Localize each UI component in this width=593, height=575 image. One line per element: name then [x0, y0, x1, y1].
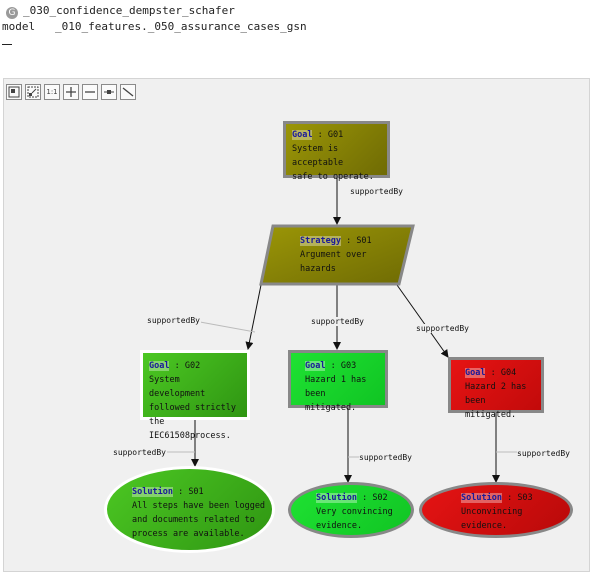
fit-width-icon[interactable] [101, 84, 117, 100]
actual-size-icon[interactable]: 1:1 [44, 84, 60, 100]
file-title: _030_confidence_dempster_schafer [23, 4, 235, 17]
edge-s01-g02 [245, 284, 262, 350]
goal-g03[interactable]: Goal : G03 Hazard 1 has been mitigated. [288, 350, 388, 413]
text-cursor [2, 44, 12, 45]
model-path: _010_features._050_assurance_cases_gsn [55, 20, 307, 33]
goal-g02[interactable]: Goal : G02 System development followed s… [140, 350, 250, 441]
goal-g04[interactable]: Goal : G04 Hazard 2 has been mitigated. [448, 357, 544, 420]
zoom-out-icon[interactable] [82, 84, 98, 100]
edge-label-g03-s02: supportedBy [359, 453, 413, 462]
strategy-s01-shape[interactable] [259, 224, 415, 286]
edge-label-g01-s01: supportedBy [350, 187, 404, 196]
solution-s03[interactable]: Solution : S03 Unconvincing evidence. [419, 482, 573, 538]
shrink-icon[interactable] [25, 84, 41, 100]
edge-label-s01-g04: supportedBy [416, 324, 470, 333]
edge-label-g04-s03: supportedBy [517, 449, 571, 458]
g-circle-icon: G [6, 7, 18, 19]
edge-label-s01-g03: supportedBy [311, 317, 365, 326]
solution-s01[interactable]: Solution : S01 All steps have been logge… [104, 466, 275, 553]
edge-label-g02-s01: supportedBy [113, 448, 167, 457]
goal-g01[interactable]: Goal : G01 System is acceptable safe to … [283, 121, 390, 182]
edge-label-s01-g02: supportedBy [147, 316, 201, 325]
zoom-in-icon[interactable] [63, 84, 79, 100]
file-header: G _030_confidence_dempster_schafer [6, 4, 235, 19]
model-keyword: model [2, 20, 36, 33]
edge-s01-g04 [396, 284, 449, 358]
model-line: model _010_features._050_assurance_cases… [2, 20, 307, 33]
fit-view-icon[interactable] [6, 84, 22, 100]
solution-s02[interactable]: Solution : S02 Very convincing evidence. [288, 482, 414, 538]
strategy-s01: Strategy : S01 Argument over hazards [300, 236, 372, 274]
diagram-toolbar: 1:1 [6, 84, 136, 100]
draw-edge-icon[interactable] [120, 84, 136, 100]
